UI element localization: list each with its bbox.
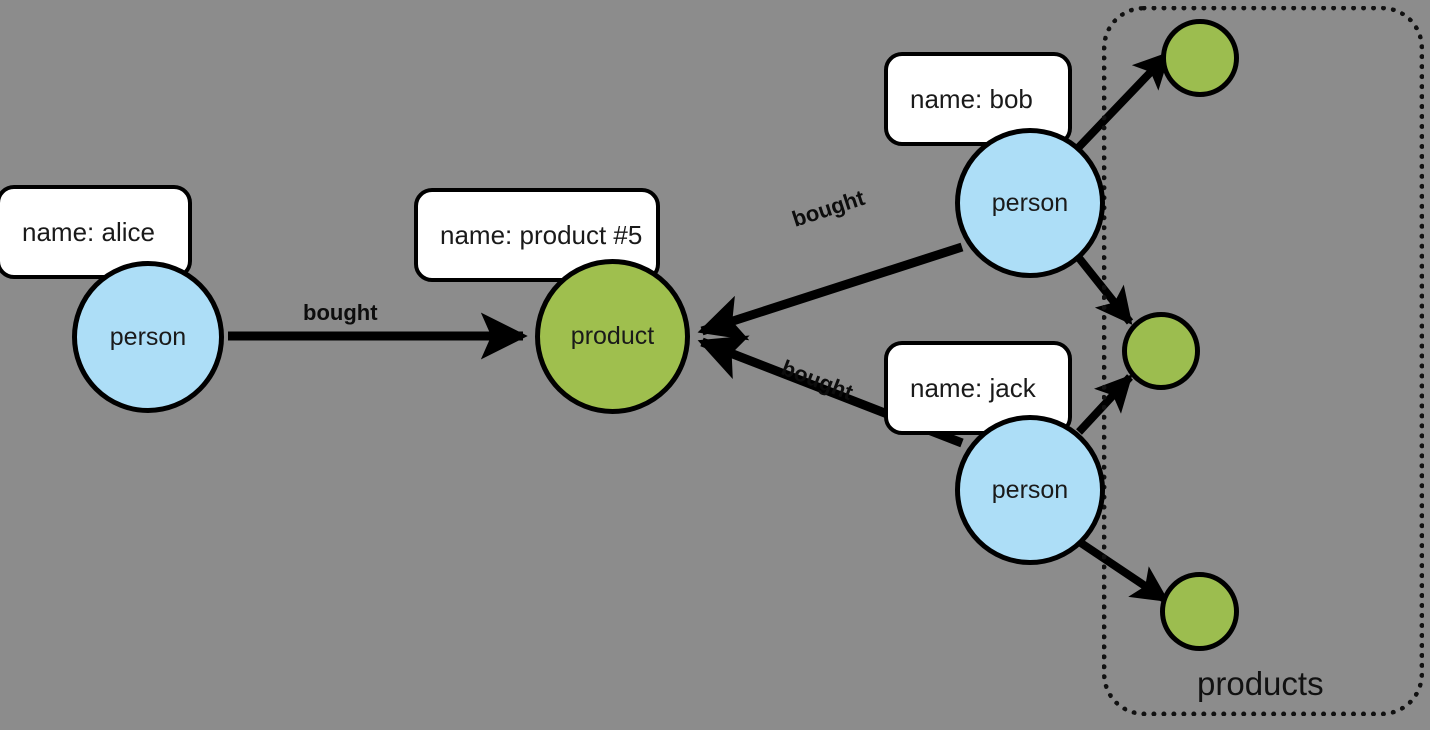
product-node-p2[interactable] bbox=[1122, 312, 1200, 390]
person-node-alice[interactable]: person bbox=[72, 261, 224, 413]
node-type-label-jack: person bbox=[991, 475, 1069, 504]
products-group-boundary bbox=[1102, 6, 1424, 716]
edge-label-alice-product: bought bbox=[303, 300, 378, 325]
products-group-label: products bbox=[1197, 665, 1324, 702]
node-type-label-product5: product bbox=[570, 322, 655, 350]
property-text-bob: name: bob bbox=[910, 83, 1033, 114]
edge-bob-product1 bbox=[1075, 51, 1171, 151]
node-type-label-alice: person bbox=[109, 322, 187, 351]
property-text-jack: name: jack bbox=[910, 372, 1036, 403]
person-node-jack[interactable]: person bbox=[955, 415, 1105, 565]
person-node-bob[interactable]: person bbox=[955, 128, 1105, 278]
edge-bob-product bbox=[697, 242, 964, 341]
node-type-label-bob: person bbox=[991, 188, 1069, 217]
product-node-product5[interactable]: product bbox=[535, 259, 690, 414]
property-text-product5: name: product #5 bbox=[440, 219, 643, 250]
product-node-p3[interactable] bbox=[1160, 572, 1239, 651]
property-box-bob: name: bob bbox=[884, 52, 1072, 146]
product-node-p1[interactable] bbox=[1161, 19, 1239, 97]
property-text-alice: name: alice bbox=[22, 216, 155, 247]
edge-jack-product3 bbox=[1075, 537, 1170, 604]
